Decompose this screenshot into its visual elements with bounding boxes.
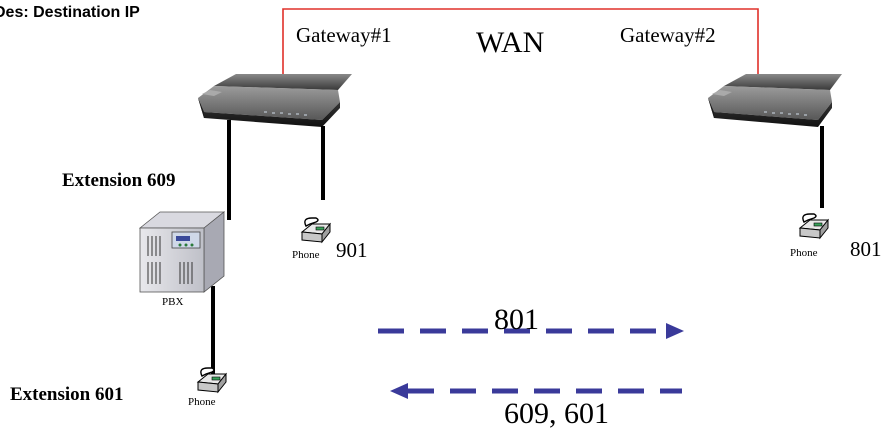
phone-901-number: 901 bbox=[336, 238, 368, 262]
gateway-1-label: Gateway#1 bbox=[296, 23, 392, 47]
forward-flow-label: 801 bbox=[494, 303, 539, 336]
legend-text: Des: Destination IP bbox=[0, 4, 140, 21]
wan-label: WAN bbox=[476, 26, 544, 59]
phone-icon bbox=[196, 367, 228, 394]
phone-801-number: 801 bbox=[850, 237, 882, 261]
wan-link bbox=[282, 8, 759, 78]
gateway-2-label: Gateway#2 bbox=[620, 23, 716, 47]
extension-601-label: Extension 601 bbox=[10, 384, 124, 405]
gateway-1-device bbox=[198, 74, 352, 127]
phone-601-caption: Phone bbox=[188, 396, 216, 408]
phone-icon bbox=[798, 213, 830, 240]
phone-icon bbox=[300, 217, 332, 244]
pbx-label: PBX bbox=[162, 296, 183, 308]
reverse-flow-arrow bbox=[390, 383, 682, 399]
gateway-2-device bbox=[708, 74, 842, 127]
phone-801-caption: Phone bbox=[790, 247, 818, 259]
phone-901-caption: Phone bbox=[292, 249, 320, 261]
forward-flow-arrow bbox=[378, 323, 684, 339]
reverse-flow-label: 609, 601 bbox=[504, 397, 609, 430]
extension-609-label: Extension 609 bbox=[62, 170, 176, 191]
pbx-device bbox=[138, 211, 226, 293]
cables bbox=[211, 120, 824, 376]
